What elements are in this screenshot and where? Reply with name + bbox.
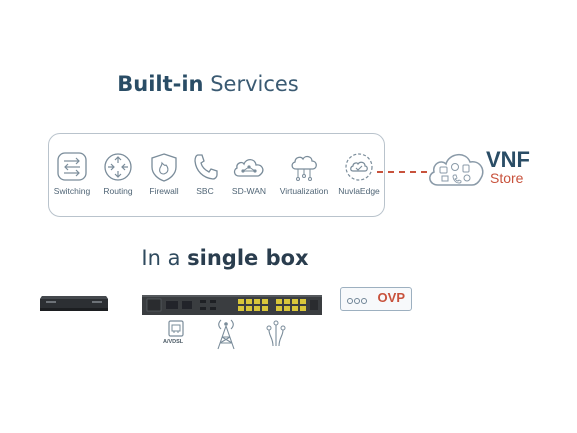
rack-appliance-image bbox=[142, 295, 322, 315]
services-heading-bold: Built-in bbox=[117, 72, 204, 96]
status-dot bbox=[361, 298, 367, 304]
vnf-title: VNF bbox=[486, 147, 530, 172]
virtualization-icon bbox=[291, 155, 317, 181]
switching-icon bbox=[57, 152, 87, 181]
service-sdwan: SD-WAN bbox=[221, 152, 277, 196]
service-label: Switching bbox=[53, 186, 91, 196]
service-label: NuvlaEdge bbox=[338, 186, 380, 196]
service-label: Routing bbox=[103, 186, 133, 196]
fiber-optic-icon bbox=[266, 320, 286, 347]
firewall-icon bbox=[151, 153, 177, 182]
nuvlaedge-icon bbox=[345, 153, 373, 181]
service-label: SBC bbox=[196, 186, 214, 196]
avdsl-label: A/VDSL bbox=[163, 339, 184, 345]
service-sbc: SBC bbox=[177, 152, 233, 196]
status-dot bbox=[347, 298, 353, 304]
service-routing: Routing bbox=[90, 152, 146, 196]
services-heading-rest: Services bbox=[203, 72, 299, 96]
service-label: SD-WAN bbox=[231, 186, 267, 196]
dsl-port-icon bbox=[168, 320, 184, 337]
single-box-heading-bold: single box bbox=[187, 246, 309, 270]
vnf-subtitle: Store bbox=[490, 170, 524, 186]
services-panel bbox=[48, 133, 385, 217]
single-box-heading-lead: In a bbox=[141, 246, 188, 270]
desktop-appliance-image bbox=[40, 296, 108, 311]
status-dot bbox=[354, 298, 360, 304]
vnf-store-cloud-icon bbox=[429, 154, 484, 186]
ovp-label: OVP bbox=[377, 290, 405, 305]
service-firewall: Firewall bbox=[136, 152, 192, 196]
service-label: Firewall bbox=[149, 186, 179, 196]
phone-icon bbox=[194, 154, 218, 180]
service-label: Virtualization bbox=[279, 186, 329, 196]
services-heading: Built-in Services bbox=[0, 72, 416, 96]
service-virtualization: Virtualization bbox=[276, 152, 332, 196]
service-nuvlaedge: NuvlaEdge bbox=[331, 152, 387, 196]
ovp-appliance: OVP bbox=[340, 287, 412, 311]
routing-icon bbox=[104, 153, 132, 181]
sdwan-cloud-icon bbox=[233, 158, 264, 177]
cell-tower-icon bbox=[217, 319, 235, 350]
single-box-heading: In a single box bbox=[0, 246, 450, 270]
dashed-connector bbox=[377, 171, 427, 173]
service-switching: Switching bbox=[44, 152, 100, 196]
